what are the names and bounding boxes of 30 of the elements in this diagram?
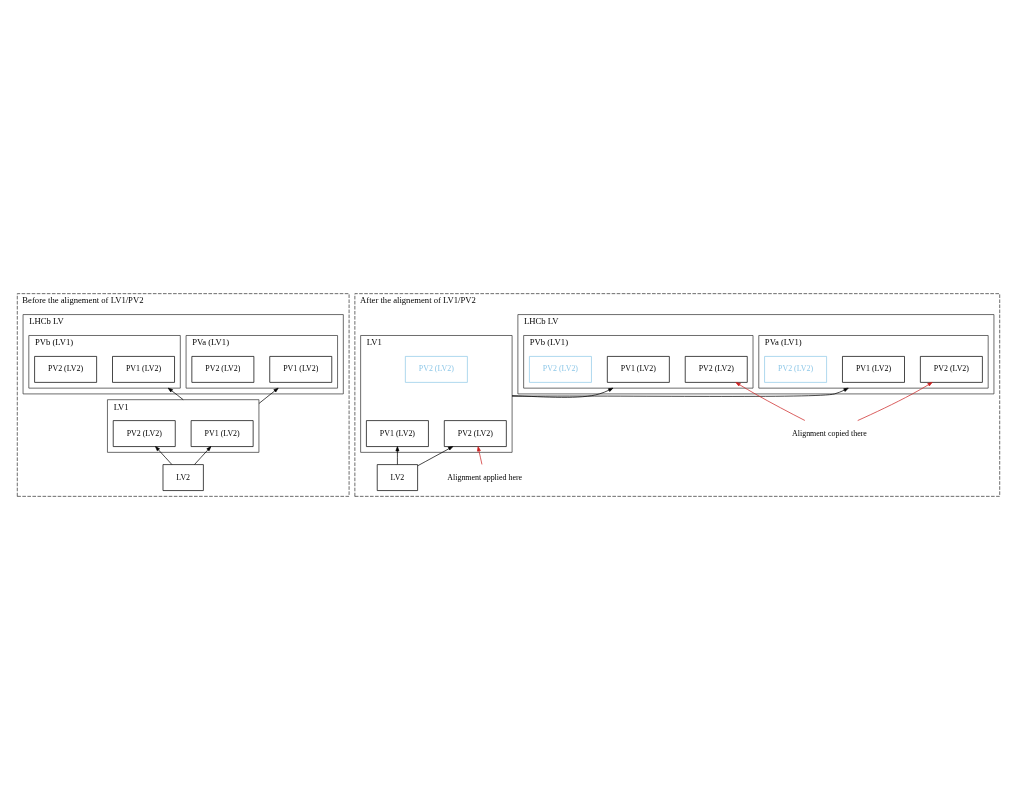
node-box: PV2 (LV2) [405, 355, 468, 383]
node-text: Alignment copied there [792, 428, 867, 438]
arrow [511, 387, 614, 398]
arrow [735, 381, 806, 421]
arrow [395, 445, 400, 465]
arrow [511, 387, 849, 397]
node-box: PV1 (LV2) [366, 419, 429, 447]
node-box: LV2 [376, 463, 418, 491]
arrow [417, 445, 454, 466]
node-box: PV2 (LV2) [684, 355, 748, 383]
node-box: LV2 [162, 463, 204, 491]
node-box: PV2 (LV2) [764, 355, 827, 383]
arrow [155, 445, 173, 465]
node-box: PV2 (LV2) [112, 419, 176, 447]
node-box: PV2 (LV2) [443, 419, 507, 447]
arrow [258, 387, 279, 404]
node-box: PV1 (LV2) [606, 355, 670, 383]
arrow [194, 445, 212, 465]
arrow [857, 381, 933, 421]
node-box: PV1 (LV2) [190, 419, 254, 447]
node-box: PV2 (LV2) [191, 355, 255, 383]
node-box: PV1 (LV2) [269, 355, 333, 383]
node-box: PV2 (LV2) [920, 355, 983, 383]
node-box: PV2 (LV2) [529, 355, 592, 383]
node-box: PV1 (LV2) [112, 355, 175, 383]
node-box: PV2 (LV2) [34, 355, 97, 383]
arrow [477, 445, 483, 465]
node-text: Alignment applied here [447, 472, 523, 482]
node-box: PV1 (LV2) [842, 355, 905, 383]
arrow [167, 387, 184, 400]
